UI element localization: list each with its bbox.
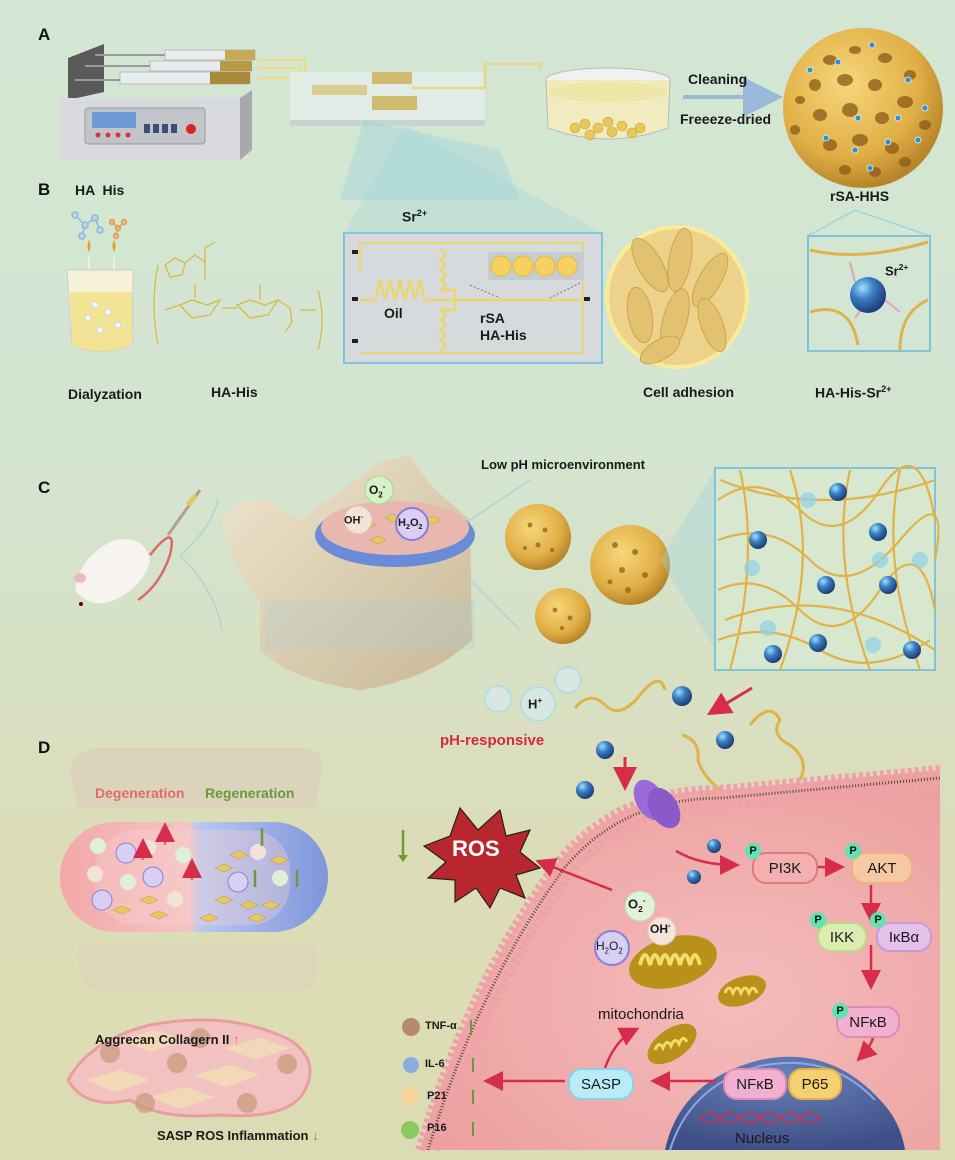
cell-h2o2-label: H2O2 [596,939,623,956]
marker-tnf: TNF-α [425,1020,457,1032]
chip-sr-label: Sr2+ [402,208,428,225]
rsa-hhs-sphere [783,28,943,188]
chip-rsa-label: rSA [480,310,505,326]
h2o2-bubble [395,507,429,541]
hydroxyl-bubble [647,916,677,946]
ha-his-sr-complex [807,235,931,352]
hydroxyl-bubble [343,505,373,535]
panel-label-b: B [38,180,51,199]
akt-node: AKT [851,852,913,884]
pi3k-node: PI3K [752,852,818,884]
panel-label-d: D [38,738,51,757]
nfkb-phospho-node: NFκB [836,1006,900,1038]
mitochondria-label: mitochondria [598,1006,684,1023]
h2o2-bubble [594,930,630,966]
mouse [74,489,202,606]
panel-label-a: A [38,25,51,44]
microfluidic-chip-3d [290,62,542,200]
hydrogel-network [714,464,940,671]
syringe-pump [60,44,307,160]
h-plus-label: H+ [528,695,543,712]
rsa-hhs-label: rSA-HHS [830,188,890,204]
ha-his-structure [153,241,323,351]
superoxide-bubble [364,475,394,505]
beaker [66,269,134,352]
sasp-node: SASP [568,1068,634,1100]
marker-p16: P16 [427,1122,447,1134]
mitochondria [629,935,766,1065]
low-ph-label: Low pH microenvironment [481,457,645,472]
scaffold-spheres [505,504,670,644]
phospho-badge: P [810,912,826,928]
ha-his-label: HA-His [211,384,258,400]
sr-ion [716,731,734,749]
marker-il6: IL-6 [425,1058,445,1070]
panel-label-c: C [38,478,51,497]
ros-label: ROS [452,836,500,861]
reagents-label: HA His [75,182,125,198]
chip-hahis-label: HA-His [480,327,527,343]
phospho-badge: P [832,1003,848,1019]
sr-ion [672,686,692,706]
p65-node: P65 [788,1068,842,1100]
chip-oil-label: Oil [384,305,403,321]
vertebra-o2-label: O2- [369,482,386,500]
ikk-node: IKK [817,922,867,952]
cell-adhesion-sphere [605,225,749,369]
down-arrow-icon: ↓ [312,1128,319,1143]
sasp-ros-label: SASP ROS Inflammation ↓ [157,1128,319,1143]
degeneration-label: Degeneration [95,785,185,801]
nucleus-label: Nucleus [735,1130,790,1147]
vertebra-oh-label: OH- [344,513,363,527]
complex-label: HA-His-Sr2+ [815,384,892,401]
vertebra-disc [222,455,475,690]
cell-oh-label: OH- [650,921,671,936]
reagent-molecules [71,211,128,270]
ikba-node: IκBα [876,922,932,952]
petri-dish [545,67,671,141]
nfkb-node: NFκB [723,1068,787,1100]
phospho-badge: P [845,843,861,859]
complex-sr-label: Sr2+ [885,262,909,279]
dialyzation-label: Dialyzation [68,386,142,402]
sr-ion [596,741,614,759]
marker-p21: P21 [427,1090,447,1102]
cell-o2-label: O2- [628,895,646,914]
microfluidic-chip-schematic [343,232,603,364]
proton-bubbles [484,666,582,722]
cleaning-label: Cleaning [688,71,748,87]
aggrecan-label: Aggrecan Collagern II ↑ [95,1032,240,1047]
membrane-receptor [633,779,681,829]
up-arrow-icon: ↑ [233,1032,240,1047]
ph-responsive-label: pH-responsive [440,732,545,749]
tissue-cells [66,1018,312,1118]
superoxide-bubble [624,890,656,922]
freeze-dried-label: Freeeze-dried [680,111,772,127]
cell-adhesion-label: Cell adhesion [643,384,735,400]
sr-ion [576,781,594,799]
disc-model [60,748,328,990]
ros-starburst [422,806,542,910]
phospho-badge: P [870,912,886,928]
vertebra-h2o2-label: H2O2 [398,517,423,532]
marker-down-arrows [470,1020,474,1136]
regeneration-label: Regeneration [205,785,295,801]
phospho-badge: P [745,843,761,859]
marker-icons [401,1018,420,1139]
